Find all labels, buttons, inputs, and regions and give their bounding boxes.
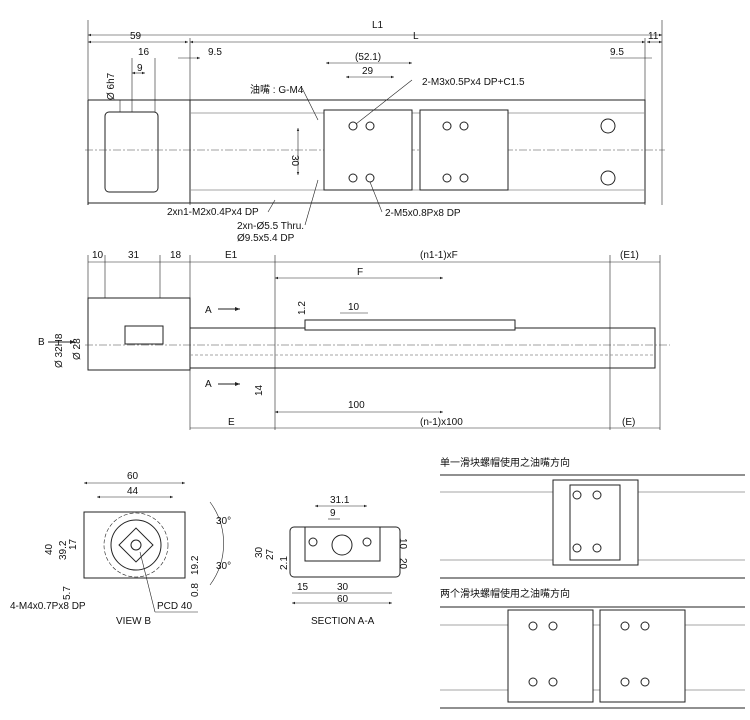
double-slider-title: 两个滑块螺帽使用之油嘴方向 bbox=[440, 587, 570, 600]
dim-100: 100 bbox=[348, 400, 365, 411]
single-slider-title: 单一滑块螺帽使用之油嘴方向 bbox=[440, 456, 570, 469]
dim-28: Ø 28 bbox=[72, 338, 83, 360]
note-m2: 2xn1-M2x0.4Px4 DP bbox=[167, 207, 259, 218]
dim-E-ref: (E) bbox=[622, 417, 635, 428]
dim-52-1: (52.1) bbox=[355, 52, 381, 63]
grease-direction-panel: 单一滑块螺帽使用之油嘴方向 两个滑块螺帽使用之油嘴方向 bbox=[440, 456, 745, 709]
dim-10b: 10 bbox=[348, 302, 360, 313]
dim-19-2: 19.2 bbox=[190, 555, 201, 575]
dim-29: 29 bbox=[362, 66, 374, 77]
dim-11: 11 bbox=[648, 31, 659, 42]
dim-17: 17 bbox=[68, 538, 79, 550]
note-pcd: PCD 40 bbox=[157, 601, 192, 612]
dim-16: 16 bbox=[138, 47, 150, 58]
section-arrow-A-top: A bbox=[205, 305, 212, 316]
dim-E: E bbox=[228, 417, 235, 428]
dim-30: 30 bbox=[289, 155, 300, 167]
dim-10: 10 bbox=[92, 250, 104, 261]
section-a-a: 31.1 9 30 27 2.1 10 20 15 30 60 SECTION … bbox=[254, 495, 408, 627]
dim-31-1: 31.1 bbox=[330, 495, 350, 506]
view-b-title: VIEW B bbox=[116, 616, 151, 627]
section-arrow-A-bottom: A bbox=[205, 379, 212, 390]
dim-9: 9 bbox=[137, 63, 143, 74]
dim-10-right: 10 bbox=[397, 538, 408, 550]
note-grease-nipple: 油嘴 : G-M4 bbox=[250, 83, 304, 96]
dim-0-8: 0.8 bbox=[190, 583, 201, 597]
dim-F: F bbox=[357, 267, 363, 278]
dim-E1-ref: (E1) bbox=[620, 250, 639, 261]
dim-20: 20 bbox=[397, 558, 408, 570]
top-view: L1 59 L 11 16 9 Ø 6h7 9.5 9.5 (52.1) 29 … bbox=[85, 20, 665, 244]
dim-9: 9 bbox=[330, 508, 336, 519]
note-m5: 2-M5x0.8Px8 DP bbox=[385, 208, 461, 219]
dim-L: L bbox=[413, 31, 419, 42]
dim-32H8: Ø 32H8 bbox=[54, 333, 65, 368]
dim-60: 60 bbox=[127, 471, 139, 482]
dim-60-width: 60 bbox=[337, 594, 349, 605]
note-thru-2: Ø9.5x5.4 DP bbox=[237, 233, 295, 244]
angle-30-bottom: 30° bbox=[216, 561, 231, 572]
dim-30-width: 30 bbox=[337, 582, 349, 593]
dim-30-height: 30 bbox=[254, 546, 265, 558]
view-arrow-B: B bbox=[38, 337, 45, 348]
dim-E1: E1 bbox=[225, 250, 238, 261]
dim-9-5-right: 9.5 bbox=[610, 47, 624, 58]
dim-1-2: 1.2 bbox=[297, 301, 308, 315]
dim-18: 18 bbox=[170, 250, 182, 261]
dim-27: 27 bbox=[265, 548, 276, 560]
dim-59: 59 bbox=[130, 31, 142, 42]
dim-n1-F: (n1-1)xF bbox=[420, 250, 458, 261]
view-b: 60 44 40 39.2 17 5.7 19.2 0.8 30° 30° 4-… bbox=[10, 471, 231, 627]
dim-9-5-left: 9.5 bbox=[208, 47, 222, 58]
note-m3: 2-M3x0.5Px4 DP+C1.5 bbox=[422, 77, 525, 88]
dim-14: 14 bbox=[254, 384, 265, 396]
dim-shaft: Ø 6h7 bbox=[106, 72, 117, 100]
section-a-a-title: SECTION A-A bbox=[311, 616, 375, 627]
dim-5-7: 5.7 bbox=[62, 586, 73, 600]
note-thru-1: 2xn-Ø5.5 Thru. bbox=[237, 221, 304, 232]
note-m4: 4-M4x0.7Px8 DP bbox=[10, 601, 86, 612]
dim-15: 15 bbox=[297, 582, 309, 593]
side-view: 10 31 18 E1 (n1-1)xF (E1) F 1.2 10 A A B… bbox=[38, 250, 670, 430]
dim-2-1: 2.1 bbox=[279, 556, 290, 570]
angle-30-top: 30° bbox=[216, 516, 231, 527]
dim-n-100: (n-1)x100 bbox=[420, 417, 463, 428]
dim-40: 40 bbox=[44, 543, 55, 555]
dim-L1: L1 bbox=[372, 20, 384, 31]
dim-31: 31 bbox=[128, 250, 140, 261]
dim-44: 44 bbox=[127, 486, 139, 497]
dim-39-2: 39.2 bbox=[58, 540, 69, 560]
